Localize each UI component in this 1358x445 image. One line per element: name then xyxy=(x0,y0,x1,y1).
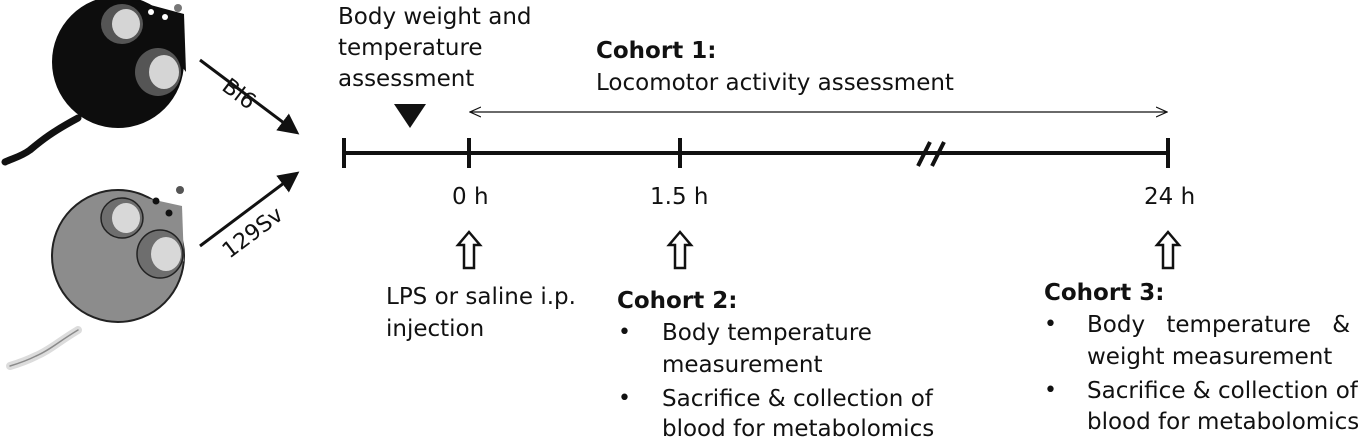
injection-line1: LPS or saline i.p. xyxy=(386,284,576,310)
cohort3-title: Cohort 3: xyxy=(1044,280,1165,306)
cohort3-item1-line2: weight measurement xyxy=(1087,344,1333,370)
bl6-arrow xyxy=(199,58,300,135)
cohort2-bullet-1: • xyxy=(618,320,631,345)
cohort3-up-arrow xyxy=(1154,230,1182,270)
cohort2-item2-line1: Sacrifice & collection of xyxy=(662,386,933,412)
cohort2-title: Cohort 2: xyxy=(617,288,738,314)
assessment-marker-triangle xyxy=(394,104,426,128)
cohort1-title: Cohort 1: xyxy=(596,38,717,64)
pre-assessment-line2: temperature xyxy=(338,35,483,61)
axis-break-mark xyxy=(916,141,946,167)
129sv-mouse-icon xyxy=(6,186,185,370)
time-label-24h: 24 h xyxy=(1144,184,1196,210)
cohort3-bullet-1: • xyxy=(1044,312,1057,337)
cohort3-item1-line1: Body temperature & xyxy=(1087,312,1351,338)
pre-assessment-line3: assessment xyxy=(338,66,475,92)
cohort2-item1-line1: Body temperature xyxy=(662,320,872,346)
cohort1-description: Locomotor activity assessment xyxy=(596,70,954,96)
pre-assessment-line1: Body weight and xyxy=(338,4,532,30)
bl6-mouse-icon xyxy=(1,0,186,166)
cohort2-item2-line2: blood for metabolomics xyxy=(662,416,935,442)
cohort3-item2-line1: Sacrifice & collection of xyxy=(1087,378,1358,404)
time-label-1-5h: 1.5 h xyxy=(650,184,709,210)
cohort3-item2-line2: blood for metabolomics xyxy=(1087,409,1358,435)
129sv-arrow xyxy=(199,171,300,248)
injection-up-arrow xyxy=(455,230,483,270)
injection-line2: injection xyxy=(386,316,485,342)
cohort2-item1-line2: measurement xyxy=(662,352,823,378)
cohort2-up-arrow xyxy=(666,230,694,270)
cohort3-bullet-2: • xyxy=(1044,378,1057,403)
time-label-0h: 0 h xyxy=(452,184,489,210)
cohort2-bullet-2: • xyxy=(618,386,631,411)
